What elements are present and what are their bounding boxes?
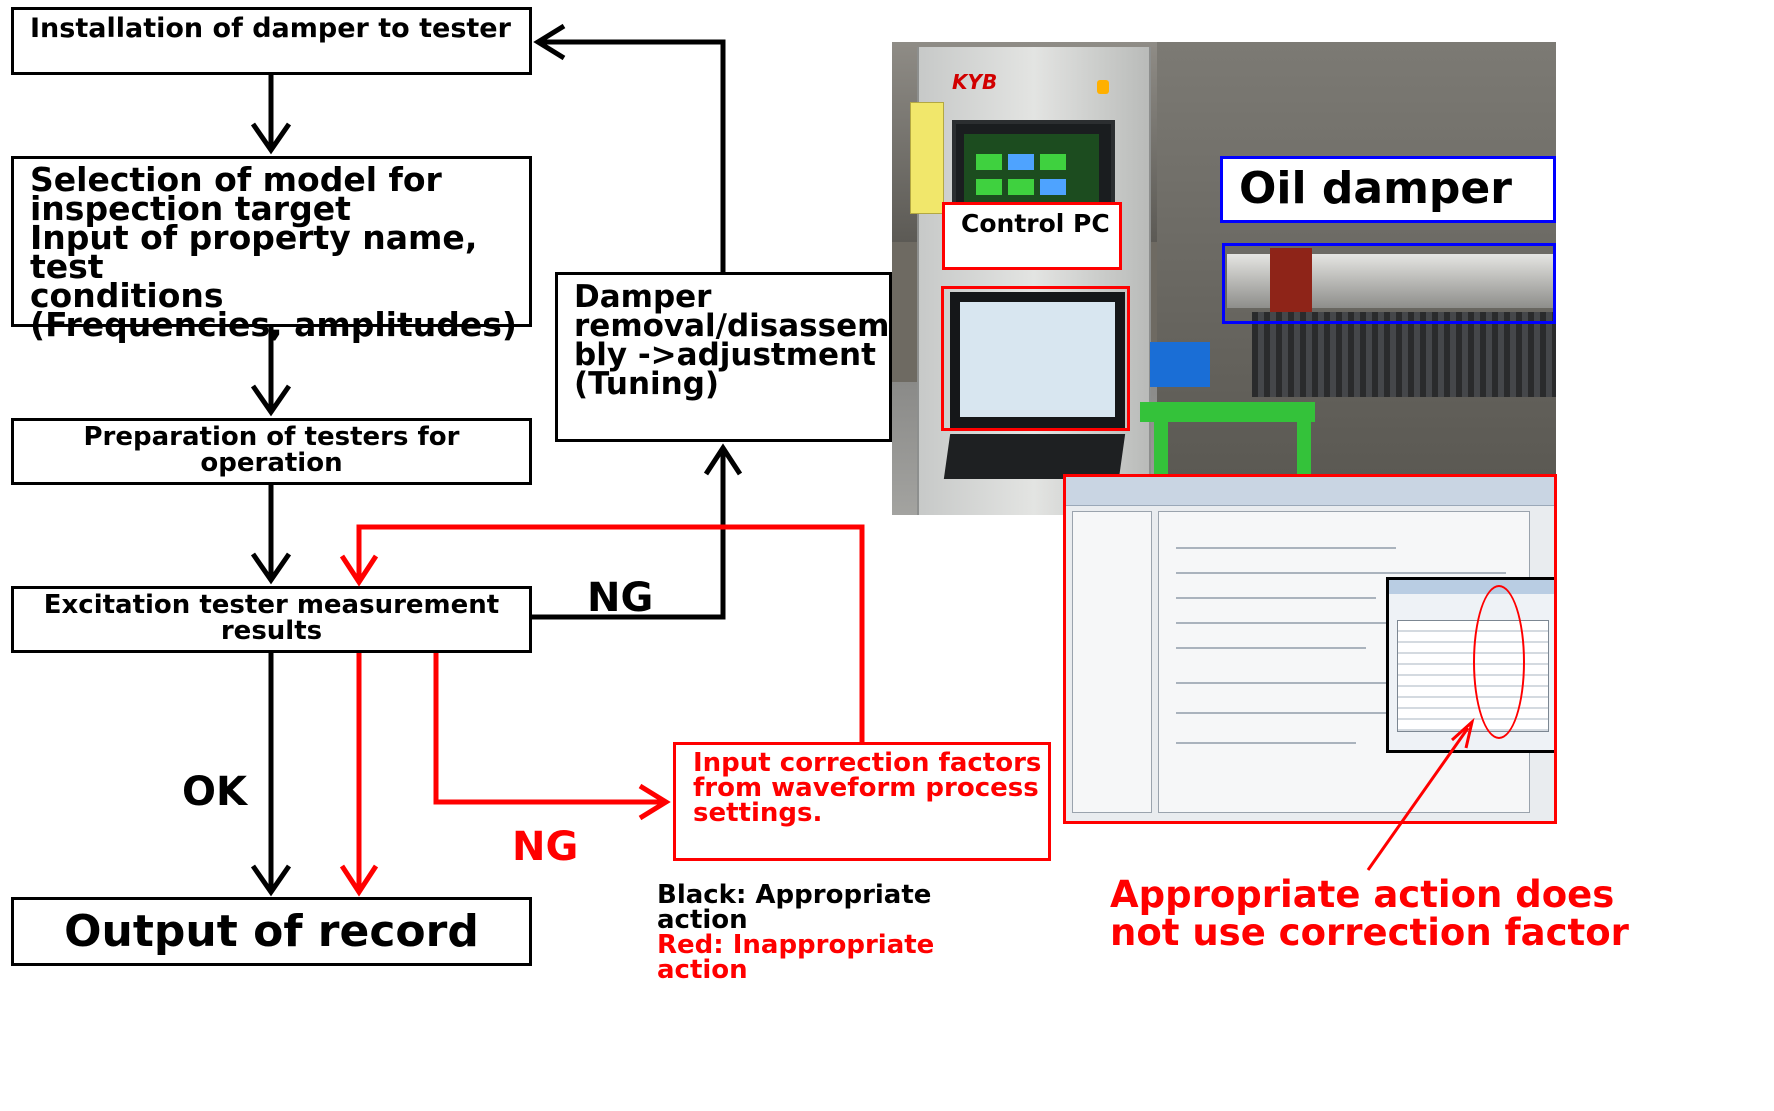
output-text: Output of record <box>64 906 479 957</box>
oil-damper-label: Oil damper <box>1239 163 1512 214</box>
preparation-line: Preparation of testers for <box>83 422 460 452</box>
arrow-red-measurement-to-output <box>339 653 379 897</box>
selection-line: Selection of model for <box>30 160 442 199</box>
software-screenshot <box>1063 474 1557 824</box>
arrow-red-ng-to-correction <box>433 653 671 821</box>
ss-row <box>1176 712 1386 714</box>
ss-row <box>1176 647 1366 649</box>
selection-box: Selection of model for inspection target… <box>11 156 532 341</box>
ss-row <box>1176 622 1406 624</box>
arrow-note-pointer <box>1366 717 1475 871</box>
correction-text: Input correction factors from waveform p… <box>693 748 1042 828</box>
damper-red-part <box>1270 248 1312 312</box>
oil-damper-label-box: Oil damper <box>1220 156 1556 223</box>
ss-row <box>1176 682 1416 684</box>
removal-line: Damper <box>574 279 712 315</box>
arrow-removal-to-install <box>533 23 726 272</box>
removal-line: (Tuning) <box>574 366 720 402</box>
ss-toolbar <box>1066 477 1554 506</box>
lower-monitor <box>950 292 1125 430</box>
ss-row <box>1176 597 1376 599</box>
legend-red-line: Red: Inappropriate <box>657 930 935 960</box>
ss-row <box>1176 572 1506 574</box>
note-line: Appropriate action does <box>1110 873 1615 916</box>
arrow-red-correction-loop <box>339 524 865 742</box>
correction-line: settings. <box>693 798 823 828</box>
control-pc-label: Control PC <box>961 209 1110 238</box>
monitor-tile <box>976 154 1002 170</box>
oil-damper-highlight <box>1222 243 1556 324</box>
ss-left-panel <box>1072 511 1152 813</box>
removal-box: Damper removal/disassem bly ->adjustment… <box>555 272 892 442</box>
install-text: Installation of damper to tester <box>30 13 511 44</box>
green-leg <box>1297 402 1311 492</box>
arrow-measurement-to-output-ok <box>250 653 292 897</box>
output-box: Output of record <box>11 897 532 966</box>
control-pc-highlight <box>941 286 1130 431</box>
ng-red-label: NG <box>512 824 579 870</box>
lower-monitor-screen <box>960 302 1115 417</box>
monitor-tile <box>1008 179 1034 195</box>
selection-line: Input of property name, test <box>30 218 478 286</box>
arrow-ng-to-removal <box>532 443 743 620</box>
monitor-tile <box>1040 154 1066 170</box>
legend-black-line: Black: Appropriate <box>657 880 932 910</box>
measurement-text: Excitation tester measurement results <box>14 592 529 644</box>
correction-line: Input correction factors <box>693 748 1042 778</box>
measurement-line: results <box>220 616 323 646</box>
correction-box: Input correction factors from waveform p… <box>673 742 1051 861</box>
warning-lamp <box>1097 80 1109 94</box>
ss-highlight-ellipse <box>1473 585 1525 739</box>
arrow-preparation-to-measurement <box>250 485 292 585</box>
legend: Black: Appropriate action Red: Inappropr… <box>657 880 935 985</box>
kyb-logo: KYB <box>952 70 998 94</box>
preparation-text: Preparation of testers for operation <box>14 424 529 476</box>
monitor-tile <box>976 179 1002 195</box>
note-text: Appropriate action does not use correcti… <box>1110 876 1629 952</box>
green-frame <box>1140 402 1315 422</box>
selection-line: conditions <box>30 276 224 315</box>
preparation-box: Preparation of testers for operation <box>11 418 532 485</box>
selection-line: inspection target <box>30 189 351 228</box>
arrow-install-to-selection <box>250 75 292 155</box>
measurement-line: Excitation tester measurement <box>43 590 500 620</box>
removal-line: bly ->adjustment <box>574 337 876 373</box>
monitor-tile <box>1040 179 1066 195</box>
measurement-box: Excitation tester measurement results <box>11 586 532 653</box>
ok-label: OK <box>182 769 247 815</box>
ng-black-label: NG <box>587 575 654 621</box>
arrow-selection-to-preparation <box>250 327 292 417</box>
note-line: not use correction factor <box>1110 911 1629 954</box>
ss-row <box>1176 742 1356 744</box>
removal-text: Damper removal/disassem bly ->adjustment… <box>574 279 890 402</box>
install-box: Installation of damper to tester <box>11 7 532 75</box>
preparation-line: operation <box>200 448 343 478</box>
removal-line: removal/disassem <box>574 308 890 344</box>
legend-red-line: action <box>657 955 748 985</box>
correction-line: from waveform process <box>693 773 1039 803</box>
control-pc-label-box: Control PC <box>942 202 1122 270</box>
selection-text: Selection of model for inspection target… <box>30 160 529 341</box>
ss-row <box>1176 547 1396 549</box>
roller <box>1252 312 1556 397</box>
legend-black-line: action <box>657 905 748 935</box>
blue-crate <box>1150 342 1210 387</box>
monitor-tile <box>1008 154 1034 170</box>
ss-dialog-title <box>1389 580 1554 594</box>
yellow-tag <box>910 102 944 214</box>
green-leg <box>1154 402 1168 492</box>
